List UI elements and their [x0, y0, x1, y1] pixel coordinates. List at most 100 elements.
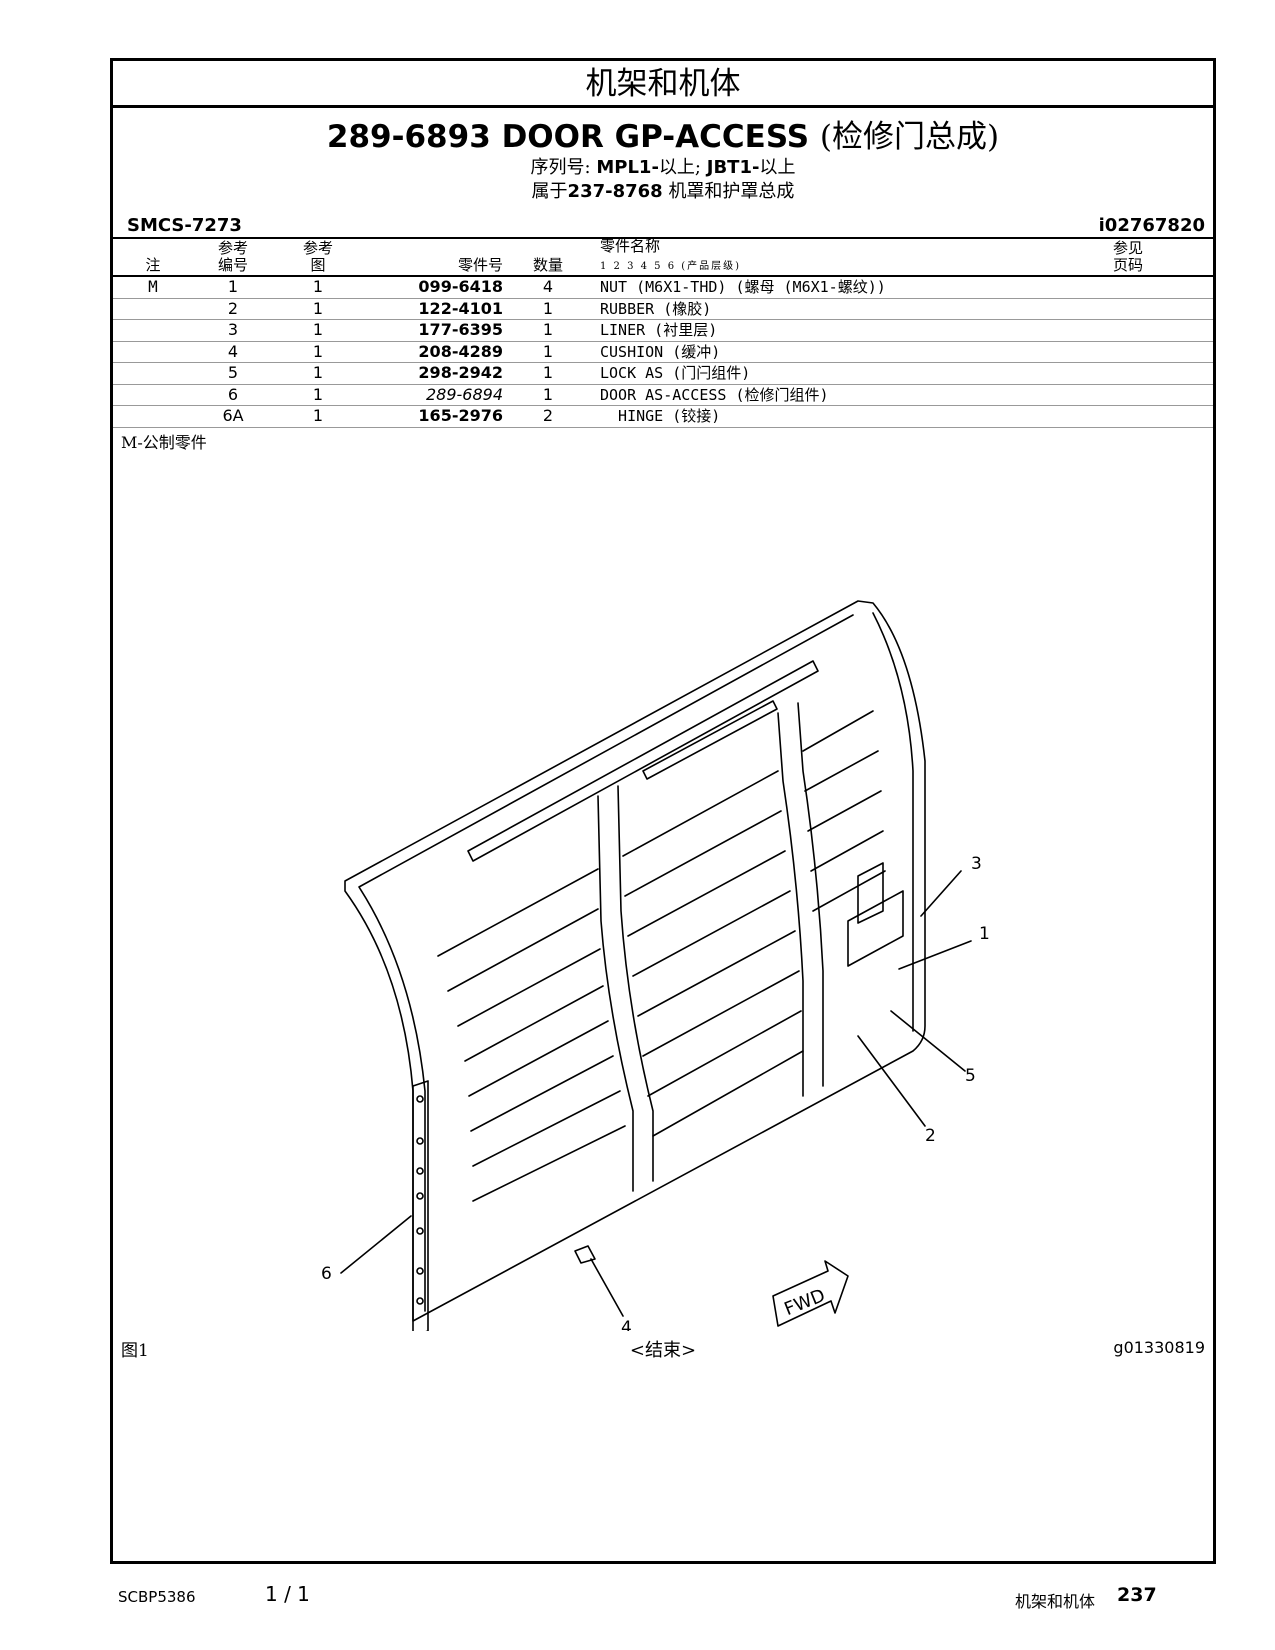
- col-levels: 1 2 3 4 5 6 (产品层级): [600, 261, 742, 272]
- row-quantity: 2: [542, 406, 554, 425]
- col-part-no: 零件号: [457, 256, 503, 274]
- leader-6: [340, 1215, 412, 1274]
- col-qty: 数量: [532, 256, 563, 274]
- row-part-name: LOCK AS (门闩组件): [600, 364, 751, 382]
- hinge-holes: [416, 1095, 424, 1305]
- footer-page-number: 237: [1117, 1584, 1157, 1606]
- row-ref-number: 6: [227, 384, 239, 404]
- row-part-name: RUBBER (橡胶): [600, 299, 712, 318]
- cushion-part: [574, 1245, 596, 1264]
- footer-page-count: 1 / 1: [265, 1582, 310, 1606]
- row-part-number: 208-4289: [418, 341, 503, 361]
- footer-section: 机架和机体: [1015, 1592, 1096, 1611]
- row-part-name: LINER (衬里层): [600, 321, 718, 339]
- top-rib-1: [467, 660, 819, 862]
- page-frame: 机架和机体 289-6893 DOOR GP-ACCESS (检修门总成) 序列…: [110, 58, 1216, 1564]
- row-ref-number: 1: [227, 277, 239, 296]
- lock-housing: [847, 890, 904, 967]
- row-part-name: HINGE (铰接): [600, 407, 721, 425]
- leader-2: [857, 1035, 926, 1127]
- row-divider: [113, 405, 1213, 406]
- serial-range-2-cn: 以上: [759, 157, 796, 178]
- parent-assembly: 属于237-8768 机罩和护罩总成: [113, 181, 1213, 203]
- header-top-rule: [113, 237, 1213, 239]
- col-see-bottom: 页码: [1112, 256, 1143, 274]
- parent-label: 属于: [531, 181, 568, 202]
- row-divider: [113, 362, 1213, 363]
- row-ref-number: 6A: [222, 406, 244, 425]
- callout-5: 5: [965, 1066, 976, 1086]
- door-outline: [344, 600, 926, 1322]
- row-note: M: [148, 277, 158, 296]
- callout-1: 1: [979, 924, 990, 944]
- row-part-number: 122-4101: [418, 298, 503, 318]
- table-row: 2 1 122-4101 1 RUBBER (橡胶): [113, 298, 1213, 320]
- exploded-view-drawing: FWD 3 1 5 2 6 4 6A: [321, 600, 990, 1331]
- parent-name: 机罩和护罩总成: [668, 181, 795, 202]
- callout-3: 3: [971, 854, 982, 874]
- table-row: 6A 1 165-2976 2 HINGE (铰接): [113, 405, 1213, 427]
- leader-3: [920, 870, 962, 917]
- group-title: 289-6893 DOOR GP-ACCESS (检修门总成): [113, 119, 1213, 155]
- row-part-number: 298-2942: [418, 363, 503, 382]
- liner-bracket: [857, 862, 884, 924]
- leader-4: [590, 1258, 624, 1317]
- leader-5: [890, 1010, 966, 1072]
- col-note: 注: [145, 256, 161, 274]
- row-part-name: CUSHION (缓冲): [600, 342, 721, 361]
- callout-6: 6: [321, 1264, 332, 1284]
- row-figure: 1: [312, 277, 324, 296]
- serial-range: 序列号: MPL1-以上; JBT1-以上: [113, 157, 1213, 179]
- figure-label: 图1: [121, 1341, 149, 1361]
- center-frame-right: [617, 785, 654, 1182]
- callout-4: 4: [621, 1318, 632, 1331]
- row-divider: [113, 383, 1213, 385]
- louvers-right: [802, 710, 886, 912]
- row-ref-number: 4: [227, 341, 239, 361]
- fwd-arrow: [772, 1260, 849, 1327]
- row-divider: [113, 340, 1213, 342]
- fwd-label: FWD: [781, 1285, 828, 1320]
- document-ident: i02767820: [1098, 215, 1205, 236]
- row-figure: 1: [312, 406, 324, 425]
- callout-2: 2: [925, 1126, 936, 1146]
- row-part-number: 165-2976: [418, 406, 503, 425]
- row-quantity: 1: [542, 341, 554, 361]
- louvers-left: [437, 868, 626, 1202]
- row-divider: [113, 297, 1213, 299]
- top-rib-2: [642, 700, 778, 780]
- row-quantity: 1: [542, 384, 554, 404]
- row-figure: 1: [312, 320, 324, 339]
- col-ref-bottom: 编号: [217, 256, 248, 274]
- row-part-number: 289-6894: [425, 384, 503, 404]
- row-ref-number: 2: [227, 298, 239, 318]
- row-figure: 1: [312, 298, 324, 318]
- serial-range-1-cn: 以上;: [658, 157, 702, 178]
- door-inner-edge: [358, 614, 854, 1312]
- hinge-strip: [412, 1080, 429, 1331]
- row-quantity: 4: [542, 277, 554, 296]
- center-frame-left: [597, 795, 634, 1192]
- col-ref-top: 参考: [217, 239, 248, 257]
- row-figure: 1: [312, 363, 324, 382]
- serial-label: 序列号:: [530, 157, 591, 178]
- section-title: 机架和机体: [113, 61, 1213, 108]
- serial-range-2: JBT1-: [706, 157, 760, 178]
- row-quantity: 1: [542, 298, 554, 318]
- row-divider: [113, 319, 1213, 320]
- col-fig-bottom: 图: [310, 256, 326, 274]
- serial-range-1: MPL1-: [596, 157, 659, 178]
- smcs-code: SMCS-7273: [127, 215, 242, 236]
- metric-note: M-公制零件: [121, 433, 207, 452]
- parent-part-number: 237-8768: [567, 181, 663, 202]
- row-part-number: 177-6395: [418, 320, 503, 339]
- louvers-center: [622, 770, 804, 1137]
- group-name: DOOR GP-ACCESS: [501, 119, 810, 155]
- row-figure: 1: [312, 341, 324, 361]
- leader-1: [898, 940, 972, 970]
- group-part-number: 289-6893: [326, 119, 491, 155]
- door-right-edge: [872, 612, 914, 1032]
